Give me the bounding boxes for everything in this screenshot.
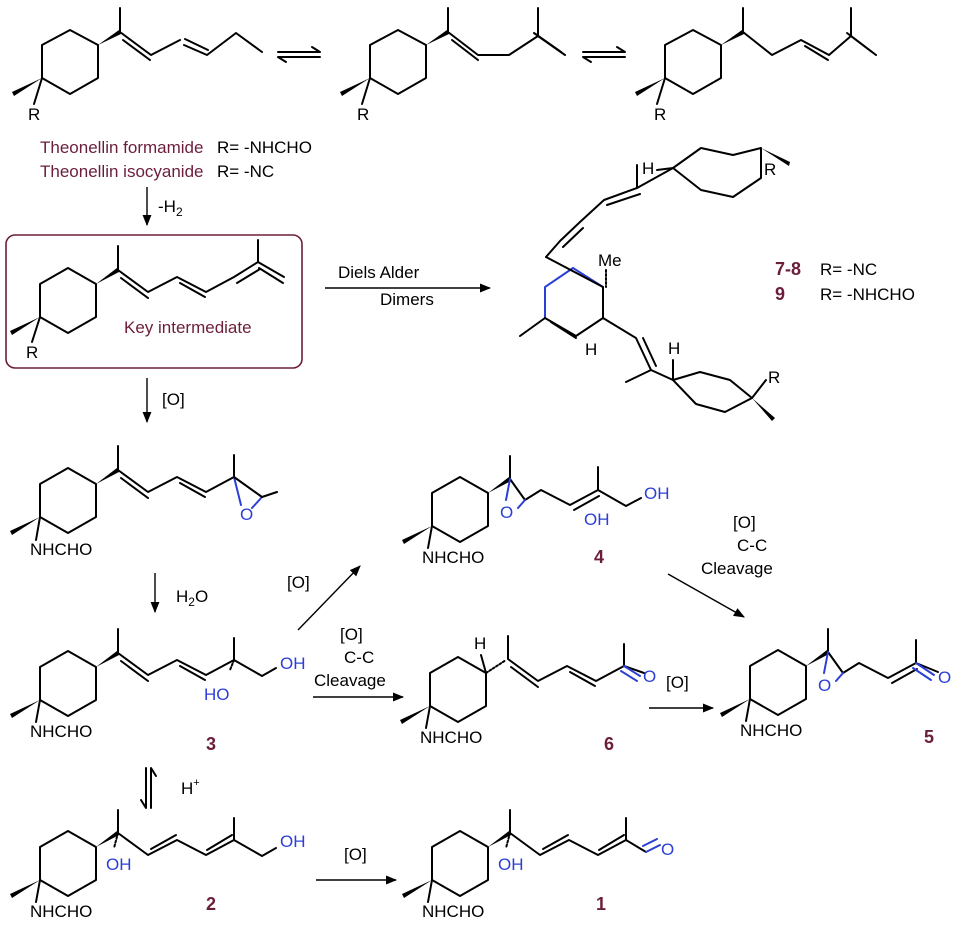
cleavage2-line-3: Cleavage — [701, 559, 773, 578]
compound-6-number: 6 — [604, 734, 614, 754]
oh-label: OH — [280, 654, 306, 673]
nhcho-label: NHCHO — [30, 722, 92, 741]
aldehyde-o-label: O — [661, 840, 674, 859]
compound-2-number: 2 — [206, 894, 216, 914]
compound-3-number: 3 — [206, 734, 216, 754]
epoxide-o-label: O — [818, 676, 831, 695]
nhcho-label: NHCHO — [740, 721, 802, 740]
dimer-7-8-r-group: R= -NC — [820, 260, 877, 279]
compound-3-structure: OH HO NHCHO — [10, 628, 306, 741]
oh-label: OH — [280, 832, 306, 851]
equilibrium-arrow-2 — [582, 46, 626, 63]
key-intermediate-label: Key intermediate — [124, 318, 252, 337]
isomer-3: R — [635, 7, 877, 124]
r-label: R — [654, 105, 666, 124]
ketone-o-label: O — [643, 667, 656, 686]
h-label: H — [474, 634, 486, 653]
h-label: H — [585, 340, 597, 359]
oh-label: OH — [106, 855, 132, 874]
nhcho-label: NHCHO — [422, 548, 484, 567]
compound-1-structure: O OH NHCHO — [402, 809, 674, 921]
h-label: H — [668, 339, 680, 358]
oxidation-arrow-2 — [297, 565, 361, 631]
compound-6-structure: H O NHCHO — [400, 634, 656, 747]
r-label: R — [768, 368, 780, 387]
dimer-9-r-group: R= -NHCHO — [820, 285, 915, 304]
ho-label: HO — [204, 685, 230, 704]
cleavage-line-3: Cleavage — [314, 671, 386, 690]
dimers-label: Dimers — [380, 290, 434, 309]
formamide-r-group: R= -NHCHO — [217, 138, 312, 157]
cleavage-line-1: [O] — [340, 625, 363, 644]
equilibrium-arrow-1 — [277, 46, 321, 63]
key-intermediate-box — [5, 234, 303, 369]
epoxide-o-label: O — [240, 505, 253, 524]
r-label: R — [26, 343, 38, 362]
theonellin-formamide-name: Theonellin formamide — [40, 138, 203, 157]
isocyanide-r-group: R= -NC — [217, 162, 274, 181]
h-label: H — [642, 159, 654, 178]
cleavage2-line-2: C-C — [737, 536, 767, 555]
compound-4-structure: O OH OH NHCHO — [402, 455, 670, 567]
r-label: R — [28, 105, 40, 124]
ketone-o-label: O — [938, 668, 951, 687]
epoxide-structure: O NHCHO — [10, 445, 278, 559]
oxidation-label-3: [O] — [666, 673, 689, 692]
theonellin-isocyanide-name: Theonellin isocyanide — [40, 162, 204, 181]
key-intermediate-structure: R — [10, 239, 285, 362]
dehydrogenation-label: -H2 — [158, 197, 183, 219]
compound-2-structure: OH OH NHCHO — [10, 809, 306, 921]
nhcho-label: NHCHO — [30, 902, 92, 921]
compound-4-number: 4 — [594, 547, 604, 567]
oh-label: OH — [644, 484, 670, 503]
r-label: R — [357, 105, 369, 124]
dimer-9-number: 9 — [775, 284, 785, 304]
r-label: R — [764, 160, 776, 179]
oh-label: OH — [498, 855, 524, 874]
hydration-label: H2O — [176, 587, 208, 609]
epoxide-o-label: O — [500, 503, 513, 522]
me-label: Me — [598, 251, 622, 270]
cleavage-line-2: C-C — [344, 648, 374, 667]
oxidation-label-2: [O] — [287, 573, 310, 592]
dimer-7-8-number: 7-8 — [775, 259, 801, 279]
compound-5-number: 5 — [924, 727, 934, 747]
dimer-structure: R H Me H H R — [519, 147, 790, 421]
oh-label: OH — [584, 510, 610, 529]
nhcho-label: NHCHO — [420, 728, 482, 747]
diels-alder-label: Diels Alder — [338, 263, 420, 282]
oxidation-label-4: [O] — [344, 845, 367, 864]
compound-1-number: 1 — [596, 894, 606, 914]
cleavage-arrow-2 — [667, 573, 745, 618]
acid-label: H+ — [181, 777, 200, 798]
isomer-1: R — [12, 7, 263, 124]
nhcho-label: NHCHO — [422, 902, 484, 921]
isomer-2: R — [340, 7, 566, 124]
nhcho-label: NHCHO — [30, 540, 92, 559]
acid-equilibrium-arrow — [140, 767, 157, 809]
oxidation-label-1: [O] — [162, 390, 185, 409]
cleavage2-line-1: [O] — [733, 513, 756, 532]
compound-5-structure: O O NHCHO — [720, 628, 951, 740]
